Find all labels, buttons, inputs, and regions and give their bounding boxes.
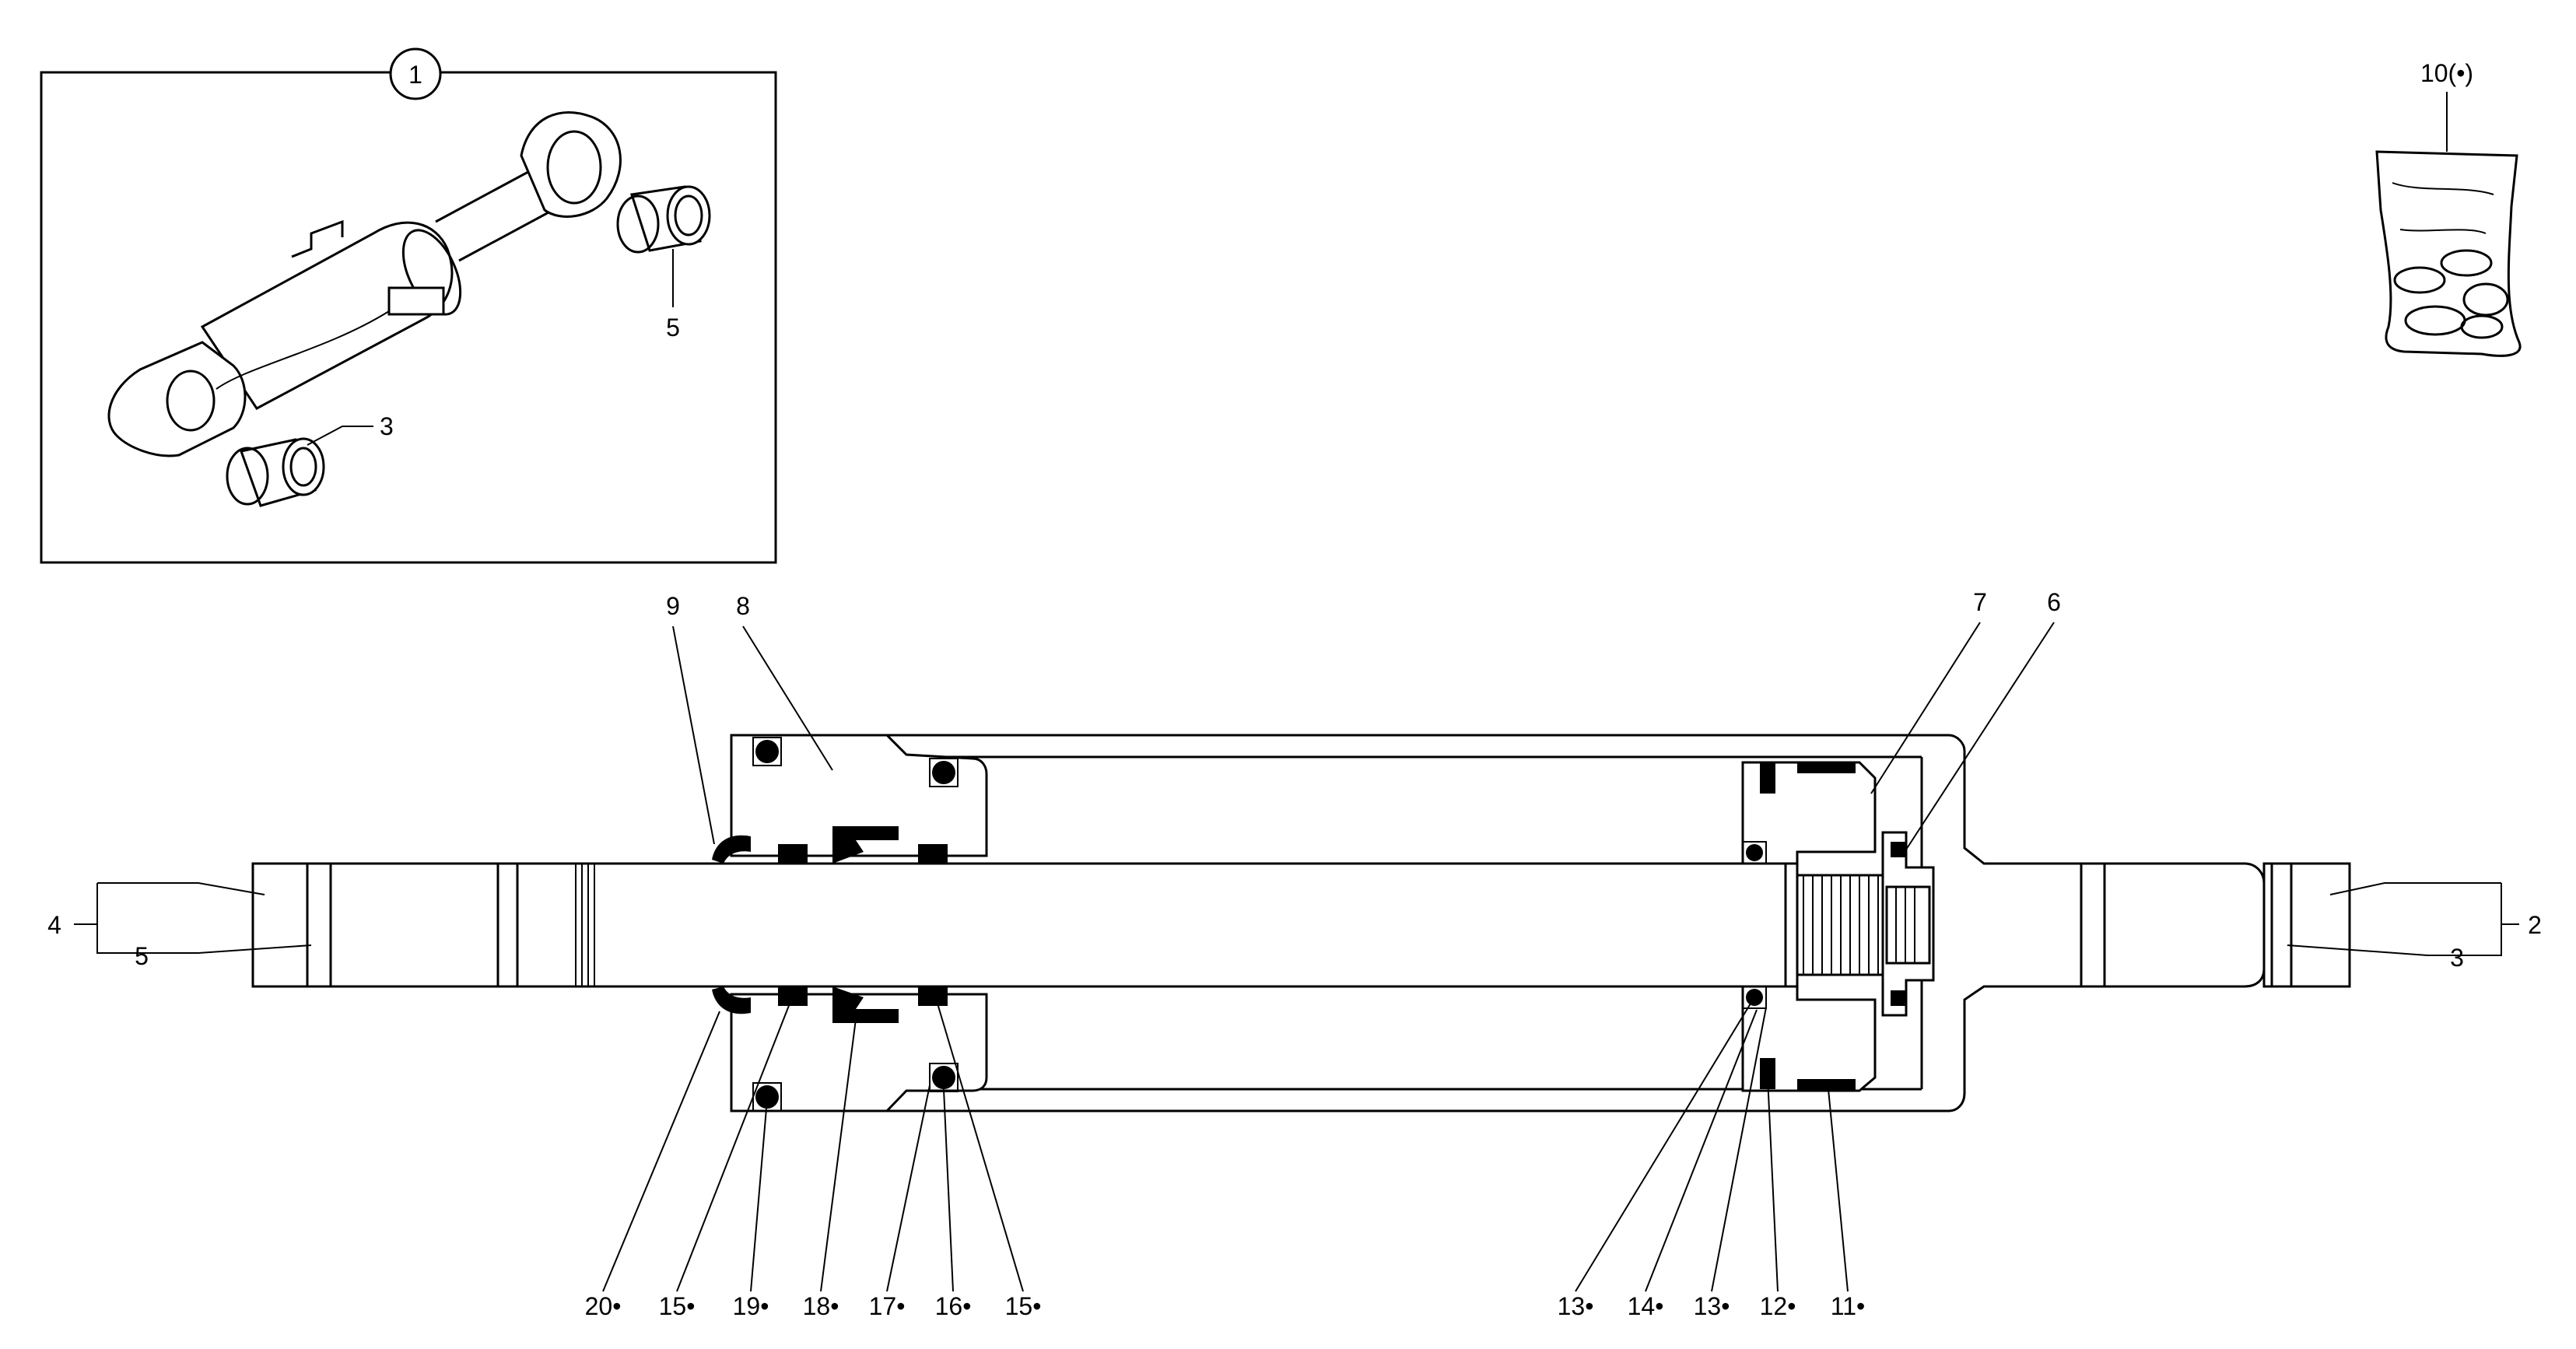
- cylinder-section-view: 4 5 2 3 9 8 7 6 20• 15• 19• 18• 17• 16• …: [47, 588, 2542, 1320]
- callout-8: 8: [736, 592, 750, 620]
- o-ring-icon: [2462, 282, 2509, 317]
- bushing-5-drawing: [616, 185, 711, 254]
- callout-1: 1: [408, 61, 422, 89]
- o-ring-icon: [2404, 305, 2466, 336]
- callout-5-left: 5: [135, 942, 149, 970]
- callout-10: 10(•): [2420, 59, 2473, 87]
- callout-19: 19•: [733, 1292, 769, 1320]
- callout-13b: 13•: [1694, 1292, 1730, 1320]
- piston-rod: [251, 862, 1799, 988]
- seal-kit-bag: 10(•): [2375, 59, 2522, 357]
- callout-4: 4: [47, 911, 61, 939]
- callout-20: 20•: [585, 1292, 622, 1320]
- callout-14: 14•: [1628, 1292, 1664, 1320]
- callout-6: 6: [2047, 588, 2061, 616]
- inset-callout-3: 3: [380, 412, 394, 440]
- cylinder-assembly-drawing: [107, 110, 622, 457]
- callout-15a: 15•: [659, 1292, 696, 1320]
- o-ring-icon: [2393, 266, 2446, 294]
- callout-1-circle: [389, 47, 442, 100]
- bottom-end-cap: [2262, 862, 2351, 988]
- o-ring-icon: [2440, 249, 2493, 277]
- callout-16: 16•: [935, 1292, 972, 1320]
- thread-hatching: [1803, 875, 1931, 975]
- callout-17: 17•: [869, 1292, 906, 1320]
- assembly-inset: 1 5: [40, 47, 777, 564]
- callout-15b: 15•: [1005, 1292, 1042, 1320]
- o-ring-icon: [2460, 314, 2504, 339]
- cylinder-head-gland: [730, 734, 988, 857]
- callout-12: 12•: [1760, 1292, 1796, 1320]
- callout-7: 7: [1973, 588, 1987, 616]
- bushing-3-drawing: [226, 437, 325, 507]
- callout-9: 9: [666, 592, 680, 620]
- callout-13a: 13•: [1558, 1292, 1594, 1320]
- callout-11: 11•: [1831, 1292, 1865, 1320]
- inset-callout-5: 5: [666, 314, 680, 342]
- callout-2: 2: [2528, 911, 2542, 939]
- callout-3-right: 3: [2450, 944, 2464, 972]
- bag-outline: [2375, 150, 2522, 357]
- callout-18: 18•: [803, 1292, 839, 1320]
